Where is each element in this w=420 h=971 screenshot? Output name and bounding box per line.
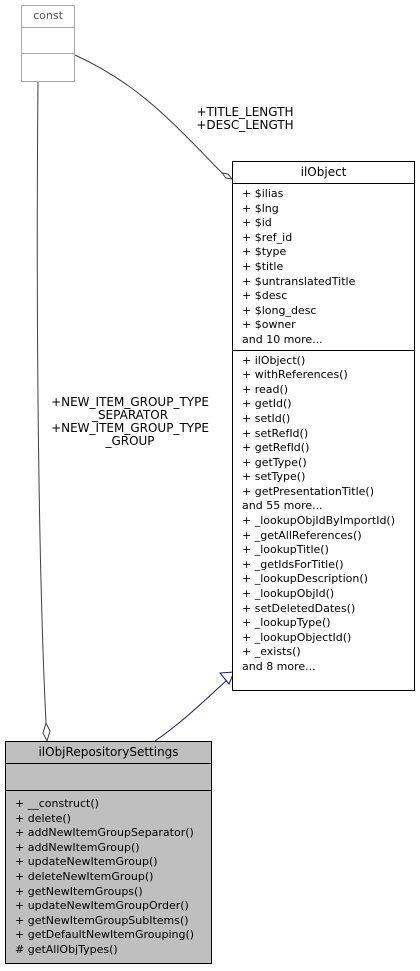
class-operation: + setId() [242, 411, 291, 425]
class-operation: + _getIdsForTitle() [242, 557, 344, 571]
class-attribute: + $untranslatedTitle [242, 274, 356, 288]
class-operation: + getPresentationTitle() [242, 484, 375, 498]
class-operation: and 8 more... [242, 660, 316, 673]
class-title: ilObjRepositorySettings [6, 742, 211, 764]
operations-section: + ilObject()+ withReferences()+ read()+ … [233, 351, 414, 677]
edge-label-line: +TITLE_LENGTH [196, 105, 294, 119]
class-attribute: + $long_desc [242, 303, 317, 317]
const-settings-diamond [42, 721, 51, 743]
edge-label-line: _GROUP [105, 434, 155, 448]
class-const[interactable]: const [21, 5, 75, 82]
const-ilobject-diamond [220, 172, 234, 180]
class-operation: + _exists() [242, 645, 301, 659]
class-operation: + getType() [242, 455, 307, 469]
class-ilobject[interactable]: ilObject + $ilias+ $lng+ $id+ $ref_id+ $… [232, 161, 415, 691]
class-operation: + setRefId() [242, 426, 309, 440]
class-operation: + delete() [15, 811, 71, 825]
class-operation: + setType() [242, 470, 306, 484]
edge-label-line: _SEPARATOR [91, 408, 169, 422]
class-attribute: + $desc [242, 289, 288, 303]
class-operation: # getAllObjTypes() [15, 942, 118, 956]
operations-section [22, 54, 74, 79]
class-operation: + _lookupObjIdByImportId() [242, 514, 396, 528]
edge-label-title-desc-length: +TITLE_LENGTH +DESC_LENGTH [187, 106, 303, 132]
class-operation: + read() [242, 382, 289, 396]
attributes-section [6, 764, 211, 791]
class-attribute: + $ilias [242, 187, 284, 200]
class-operation: + _lookupDescription() [242, 572, 368, 586]
class-operation: + withReferences() [242, 368, 348, 382]
class-operation: + setDeletedDates() [242, 601, 356, 615]
class-attribute: + $title [242, 259, 284, 273]
class-operation: + getId() [242, 397, 292, 411]
class-operation: + updateNewItemGroup() [15, 855, 158, 869]
class-attribute: + $type [242, 245, 287, 259]
class-operation: + ilObject() [242, 353, 306, 367]
class-operation: + addNewItemGroup() [15, 840, 140, 854]
class-ilobjrepositorysettings[interactable]: ilObjRepositorySettings + __construct()+… [5, 741, 212, 964]
inheritance-line [154, 679, 228, 742]
edge-label-line: +NEW_ITEM_GROUP_TYPE [51, 421, 209, 435]
class-operation: + __construct() [15, 797, 99, 810]
class-title: const [22, 6, 74, 28]
attributes-section: + $ilias+ $lng+ $id+ $ref_id+ $type+ $ti… [233, 184, 414, 351]
edge-label-line: +DESC_LENGTH [196, 118, 294, 132]
class-title: ilObject [233, 162, 414, 184]
class-operation: + updateNewItemGroupOrder() [15, 899, 189, 913]
class-attribute: + $ref_id [242, 230, 293, 244]
class-operation: + addNewItemGroupSeparator() [15, 826, 194, 840]
operations-section: + __construct()+ delete()+ addNewItemGro… [6, 791, 211, 958]
edge-label-line: +NEW_ITEM_GROUP_TYPE [51, 395, 209, 409]
class-attribute: + $owner [242, 318, 296, 332]
edge-label-new-item-group-type: +NEW_ITEM_GROUP_TYPE _SEPARATOR +NEW_ITE… [30, 396, 230, 448]
class-operation: + getNewItemGroupSubItems() [15, 913, 189, 927]
class-operation: + _lookupObjectId() [242, 630, 352, 644]
class-operation: + getRefId() [242, 441, 310, 455]
class-operation: + getNewItemGroups() [15, 884, 143, 898]
class-operation: + deleteNewItemGroup() [15, 869, 154, 883]
class-operation: + _lookupTitle() [242, 543, 329, 557]
class-operation: + _lookupObjId() [242, 587, 335, 601]
attributes-section [22, 28, 74, 54]
class-attribute: + $lng [242, 201, 279, 215]
class-operation: + getDefaultNewItemGrouping() [15, 928, 195, 942]
class-operation: + _getAllReferences() [242, 528, 362, 542]
class-operation: and 55 more... [242, 499, 323, 513]
class-attribute: and 10 more... [242, 332, 323, 346]
class-attribute: + $id [242, 216, 272, 230]
class-operation: + _lookupType() [242, 616, 331, 630]
